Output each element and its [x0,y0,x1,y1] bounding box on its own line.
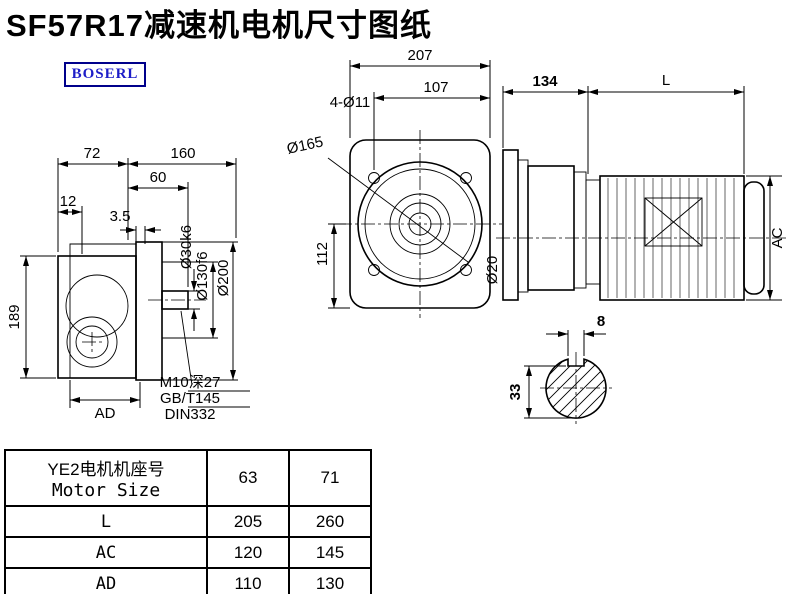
dim-12-label: 12 [60,193,77,210]
flange-dia-label: Ø200 [215,260,232,297]
dim-134: 134 [502,73,589,174]
dim-112: 112 [314,223,350,309]
dim-189: 189 [6,255,56,379]
dim-107-label: 107 [423,79,448,96]
dim-ac-label: AC [769,227,786,248]
row-value: 205 [206,505,290,538]
note-line2: GB/T145 [160,390,220,407]
dim-72: 72 [57,145,129,252]
dim-134-label: 134 [532,73,558,90]
dim-input-shaft-label: Ø20 [484,256,501,284]
dim-3-5-label: 3.5 [110,208,131,225]
frame-size-63: 63 [206,449,290,507]
dim-107: 107 [373,79,490,170]
side-view-outline [496,149,786,301]
dim-ac: AC [746,175,786,301]
row-value: 120 [206,536,290,569]
dim-input-shaft: Ø20 [484,256,501,284]
dim-112-label: 112 [314,242,331,266]
bolt-holes-callout: 4-Ø11 [330,94,371,111]
bolt-circle-label: Ø165 [285,133,324,157]
dim-flange-dia: Ø200 [162,241,238,381]
dim-8: 8 [546,313,606,356]
page-title: SF57R17减速机电机尺寸图纸 [6,8,432,43]
note-line1: M10深27 [160,374,221,391]
row-value: 260 [288,505,372,538]
motor-size-table: YE2电机机座号 Motor Size 63 71 L 205 260 AC 1… [4,449,372,594]
frame-size-71: 71 [288,449,372,507]
table-header-row: YE2电机机座号 Motor Size 63 71 [4,449,372,507]
row-label: L [4,505,208,538]
boserl-logo: BOSERL [64,62,146,87]
dim-189-label: 189 [6,304,23,329]
shaft-dia-label: Ø30k6 [178,225,195,269]
dim-shaft-dia: Ø30k6 [178,225,200,331]
left-view-outline [57,241,206,381]
left-view-dimensions: 189 72 160 60 12 [6,145,250,423]
row-value: 110 [206,567,290,594]
dim-spigot-dia: Ø130f6 [162,251,218,339]
dim-33: 33 [507,365,574,419]
dim-l-label: L [662,72,670,89]
dim-l: L [588,72,745,174]
table-row-ac: AC 120 145 [4,536,372,569]
table-row-ad: AD 110 130 [4,567,372,594]
row-value: 145 [288,536,372,569]
dim-33-label: 33 [507,384,524,401]
shaft-section-dimensions: 8 33 [507,313,606,419]
dim-8-label: 8 [597,313,605,330]
row-label: AC [4,536,208,569]
dim-207: 207 [349,47,491,138]
table-header-cell: YE2电机机座号 Motor Size [4,449,208,507]
dim-72-label: 72 [84,145,101,162]
shaft-section-outline [540,352,612,424]
table-row-l: L 205 260 [4,505,372,538]
dim-60-label: 60 [150,169,167,186]
row-label: AD [4,567,208,594]
bolt-circle-callout: Ø165 [285,133,469,263]
front-view-outline [338,130,502,318]
dim-160: 160 [128,145,237,238]
dim-160-label: 160 [170,145,195,162]
table-header-en: Motor Size [51,480,161,501]
dim-60: 60 [128,169,189,287]
dim-ad: AD [69,380,141,422]
spigot-dia-label: Ø130f6 [194,251,211,300]
dim-3-5: 3.5 [110,208,161,244]
dim-ad-label: AD [95,405,116,422]
tapped-hole-note: M10深27 GB/T145 DIN332 [160,310,250,423]
table-header-cn: YE2电机机座号 [47,460,165,479]
dim-12: 12 [58,193,83,254]
row-value: 130 [288,567,372,594]
side-view-dimensions: 134 L AC Ø20 [484,72,786,301]
dim-207-label: 207 [407,47,432,64]
note-line3: DIN332 [165,406,216,423]
bolt-holes-label: 4-Ø11 [330,94,371,111]
